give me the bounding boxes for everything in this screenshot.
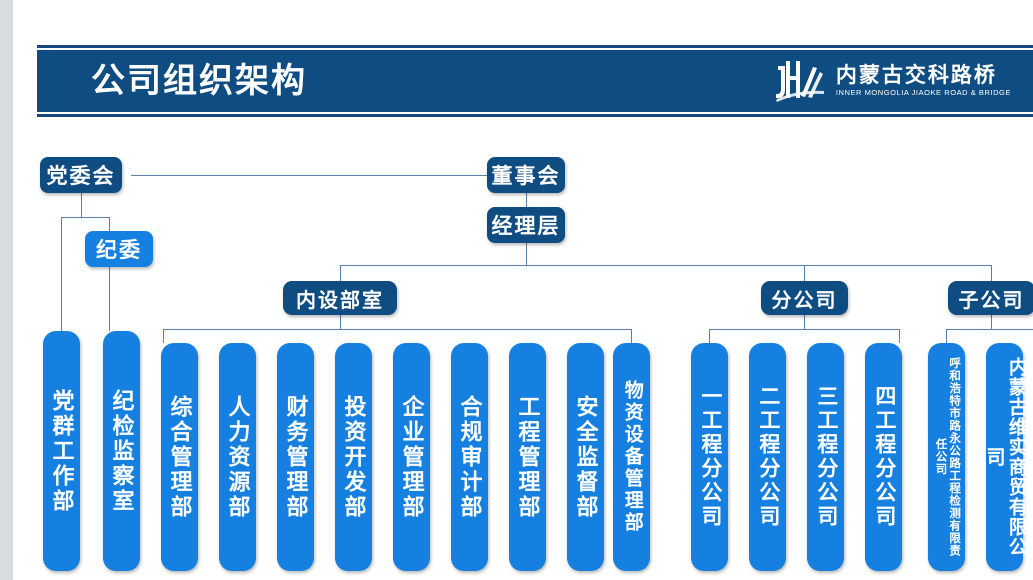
connector-internal-leg-1 <box>163 329 164 343</box>
leaf-human-resources-dept[interactable]: 人力资源部 <box>219 343 256 571</box>
leaf-compliance-audit-dept[interactable]: 合规审计部 <box>451 343 488 571</box>
header-rule-top <box>37 45 1033 48</box>
header-rule-bottom <box>37 114 1033 117</box>
connector-board-to-management <box>526 193 527 207</box>
leaf-enterprise-management-dept[interactable]: 企业管理部 <box>393 343 430 571</box>
connector-subsidiary-drop <box>991 315 992 329</box>
connector-internal-leg-9 <box>631 329 632 343</box>
leaf-investment-development-dept[interactable]: 投资开发部 <box>335 343 372 571</box>
connector-party-drop <box>81 193 82 217</box>
connector-branch-bus <box>709 329 899 330</box>
logo-text: 内蒙古交科路桥 INNER MONGOLIA JIAOKE ROAD & BRI… <box>836 65 1011 97</box>
node-discipline-committee[interactable]: 纪委 <box>85 231 153 267</box>
company-logo: 内蒙古交科路桥 INNER MONGOLIA JIAOKE ROAD & BRI… <box>772 56 1011 106</box>
connector-management-trunk <box>340 265 991 266</box>
leaf-discipline-inspection-office[interactable]: 纪检监察室 <box>103 331 140 571</box>
connector-internal-bus <box>163 329 631 330</box>
leaf-second-engineering-branch[interactable]: 二工程分公司 <box>749 343 786 571</box>
connector-party-to-discipline <box>109 217 110 231</box>
leaf-general-management-dept[interactable]: 综合管理部 <box>161 343 198 571</box>
connector-subsidiary-bus <box>946 329 1033 330</box>
connector-branch-leg-1 <box>709 329 710 343</box>
connector-branch-leg-4 <box>899 329 900 343</box>
org-chart: 党委会 纪委 董事会 经理层 内设部室 分公司 子公司 党群工作部 纪检监察室 … <box>13 117 1033 580</box>
leaf-inner-mongolia-weishi-trading-co[interactable]: 内蒙古维实商贸有限公司 <box>984 343 1027 571</box>
connector-subsidiary-leg-1 <box>946 329 947 343</box>
slide: 公司组织架构 内蒙古交科路桥 INNER MONGOLIA JIAOKE ROA… <box>13 0 1033 580</box>
leaf-materials-equipment-management-dept[interactable]: 物资设备管理部 <box>613 343 650 571</box>
leaf-third-engineering-branch[interactable]: 三工程分公司 <box>807 343 844 571</box>
connector-party-to-board <box>131 175 488 176</box>
connector-trunk-to-internal <box>340 265 341 281</box>
logo-name-en: INNER MONGOLIA JIAOKE ROAD & BRIDGE <box>835 88 1011 98</box>
leaf-engineering-management-dept[interactable]: 工程管理部 <box>509 343 546 571</box>
logo-name-cn: 内蒙古交科路桥 <box>835 64 997 88</box>
node-board[interactable]: 董事会 <box>487 157 565 193</box>
connector-management-drop <box>526 243 527 265</box>
leaf-first-engineering-branch[interactable]: 一工程分公司 <box>691 343 728 571</box>
connector-discipline-to-office <box>109 267 110 331</box>
connector-internal-drop <box>340 315 341 329</box>
jh-monogram-road-icon <box>775 61 824 102</box>
connector-party-to-party-work <box>61 217 62 331</box>
node-party-committee[interactable]: 党委会 <box>40 157 122 193</box>
connector-trunk-to-branches <box>804 265 805 281</box>
node-management[interactable]: 经理层 <box>487 207 565 243</box>
node-internal-departments[interactable]: 内设部室 <box>283 281 397 315</box>
node-branch-companies[interactable]: 分公司 <box>761 281 848 315</box>
leaf-hohhot-luyong-testing-co[interactable]: 呼和浩特市路永公路工程检测有限责任公司 <box>928 343 965 571</box>
connector-trunk-to-subsidiaries <box>991 265 992 281</box>
page-title: 公司组织架构 <box>91 62 307 100</box>
header-band <box>37 50 1033 112</box>
leaf-party-work-dept[interactable]: 党群工作部 <box>43 331 80 571</box>
node-subsidiaries[interactable]: 子公司 <box>948 281 1033 315</box>
leaf-safety-supervision-dept[interactable]: 安全监督部 <box>567 343 604 571</box>
connector-party-split <box>61 217 109 218</box>
leaf-finance-management-dept[interactable]: 财务管理部 <box>277 343 314 571</box>
connector-branch-drop <box>804 315 805 329</box>
leaf-fourth-engineering-branch[interactable]: 四工程分公司 <box>865 343 902 571</box>
